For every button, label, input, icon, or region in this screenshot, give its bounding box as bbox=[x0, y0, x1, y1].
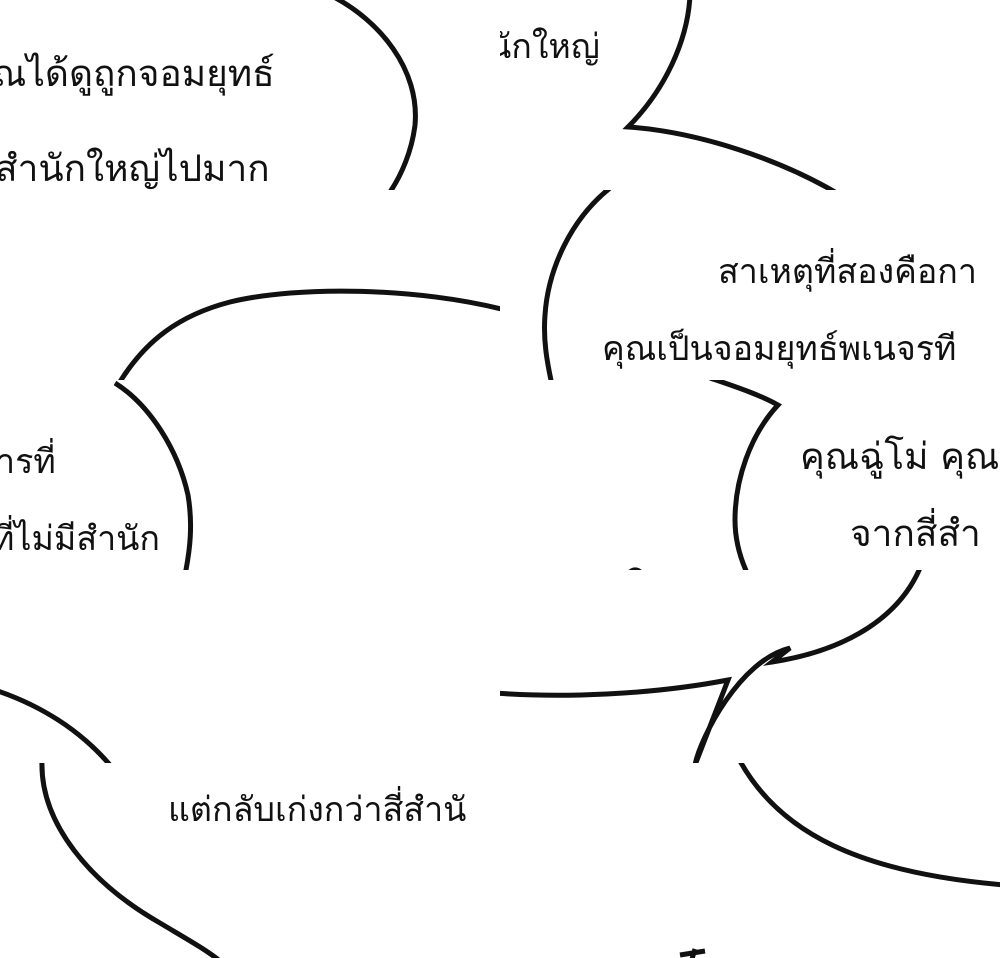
comic-panel-10 bbox=[500, 763, 1000, 958]
dialogue-line-1: ณได้ดูถูกจอมยุทธ์ bbox=[0, 52, 275, 95]
comic-panel-7 bbox=[0, 570, 500, 763]
comic-panel-9: แต่กลับเก่งกว่าสี่สำนั bbox=[0, 763, 500, 958]
dialogue-line-1: นักใหญ่ bbox=[500, 27, 600, 67]
dialogue-line-1: แต่กลับเก่งกว่าสี่สำนั bbox=[168, 790, 467, 830]
dialogue-line-1: สาเหตุที่สองคือกา bbox=[718, 252, 977, 292]
comic-panel-5: ารที่ ที่ไม่มีสำนัก bbox=[0, 380, 500, 570]
dialogue-line-2: สำนักใหญ่ไปมาก bbox=[0, 147, 270, 190]
dialogue-line-1: คุณฉู่โม่ คุณ bbox=[800, 435, 1000, 478]
speech-bubble-outline bbox=[113, 380, 194, 570]
comic-panel-4: สาเหตุที่สองคือกา คุณเป็นจอมยุทธ์พเนจรที bbox=[500, 190, 1000, 380]
speech-bubble-outline bbox=[628, 380, 782, 570]
comic-panel-6: คุณฉู่โม่ คุณ จากสี่สำ bbox=[500, 380, 1000, 570]
speech-bubble-outline bbox=[333, 0, 418, 190]
comic-panel-3 bbox=[0, 190, 500, 380]
speech-bubble-outline bbox=[39, 763, 221, 958]
comic-panel-1: ณได้ดูถูกจอมยุทธ์ สำนักใหญ่ไปมาก bbox=[0, 0, 500, 190]
comic-panel-2: 漫 นักใหญ่ bbox=[500, 0, 1000, 190]
speech-bubble-outline bbox=[622, 0, 837, 190]
comic-panel-8 bbox=[500, 570, 1000, 763]
dialogue-line-2: ที่ไม่มีสำนัก bbox=[0, 519, 161, 559]
dialogue-line-2: จากสี่สำ bbox=[850, 512, 981, 555]
speech-bubble-outline bbox=[500, 570, 922, 763]
dialogue-line-2: คุณเป็นจอมยุทธ์พเนจรที bbox=[602, 329, 957, 369]
speech-bubble-outline bbox=[0, 689, 112, 763]
dialogue-line-1: ารที่ bbox=[0, 442, 56, 482]
speech-bubble-outline bbox=[542, 190, 612, 380]
speech-bubble-outline bbox=[118, 288, 500, 380]
speech-bubble-outline bbox=[679, 763, 1000, 958]
